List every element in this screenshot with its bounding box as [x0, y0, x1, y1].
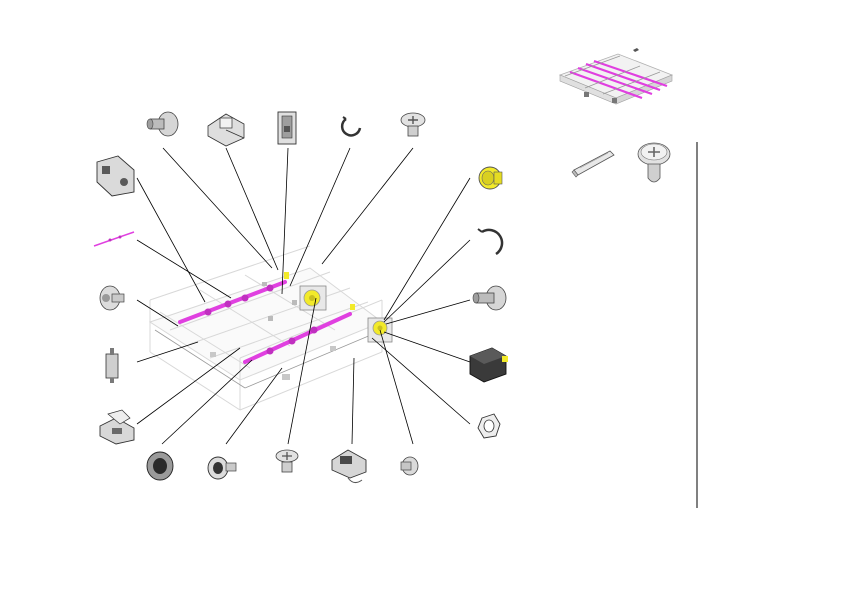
- motor-part-icon[interactable]: [469, 347, 508, 383]
- shoulder-screw-part-icon[interactable]: [99, 285, 125, 311]
- gear-assembly-center[interactable]: [299, 285, 327, 311]
- washer-screw-part-icon[interactable]: [275, 449, 299, 473]
- sensor-part-icon[interactable]: [277, 111, 297, 145]
- stepped-screw-part-icon[interactable]: [472, 285, 507, 311]
- housing-part-icon[interactable]: [96, 155, 135, 197]
- pin-part-icon[interactable]: [571, 150, 615, 178]
- small-screw-part-icon[interactable]: [400, 456, 419, 476]
- bracket-part-icon[interactable]: [207, 113, 245, 147]
- main-frame-assembly: [148, 245, 384, 411]
- bearing-marker: [350, 304, 355, 310]
- c-ring-part-icon[interactable]: [477, 228, 504, 256]
- lower-shaft[interactable]: [243, 312, 352, 364]
- gasket-part-icon[interactable]: [477, 413, 501, 439]
- grommet-part-icon[interactable]: [146, 451, 174, 481]
- spring-pin-part-icon[interactable]: [105, 348, 119, 383]
- assembly-thumbnail[interactable]: [555, 12, 675, 120]
- pan-screw-part-icon[interactable]: [400, 112, 426, 137]
- flanged-screw-part-icon[interactable]: [207, 456, 237, 480]
- shaft-part-icon[interactable]: [93, 231, 135, 247]
- gear-part-icon[interactable]: [478, 166, 503, 190]
- holder-part-icon[interactable]: [331, 449, 367, 484]
- sensor-marker: [284, 272, 289, 279]
- tapping-screw-part-icon[interactable]: [637, 142, 671, 183]
- clamp-part-icon[interactable]: [99, 409, 135, 445]
- screw-part-icon[interactable]: [146, 111, 179, 137]
- e-ring-part-icon[interactable]: [340, 116, 362, 137]
- leader-lines: [136, 147, 471, 445]
- upper-shaft[interactable]: [178, 280, 287, 324]
